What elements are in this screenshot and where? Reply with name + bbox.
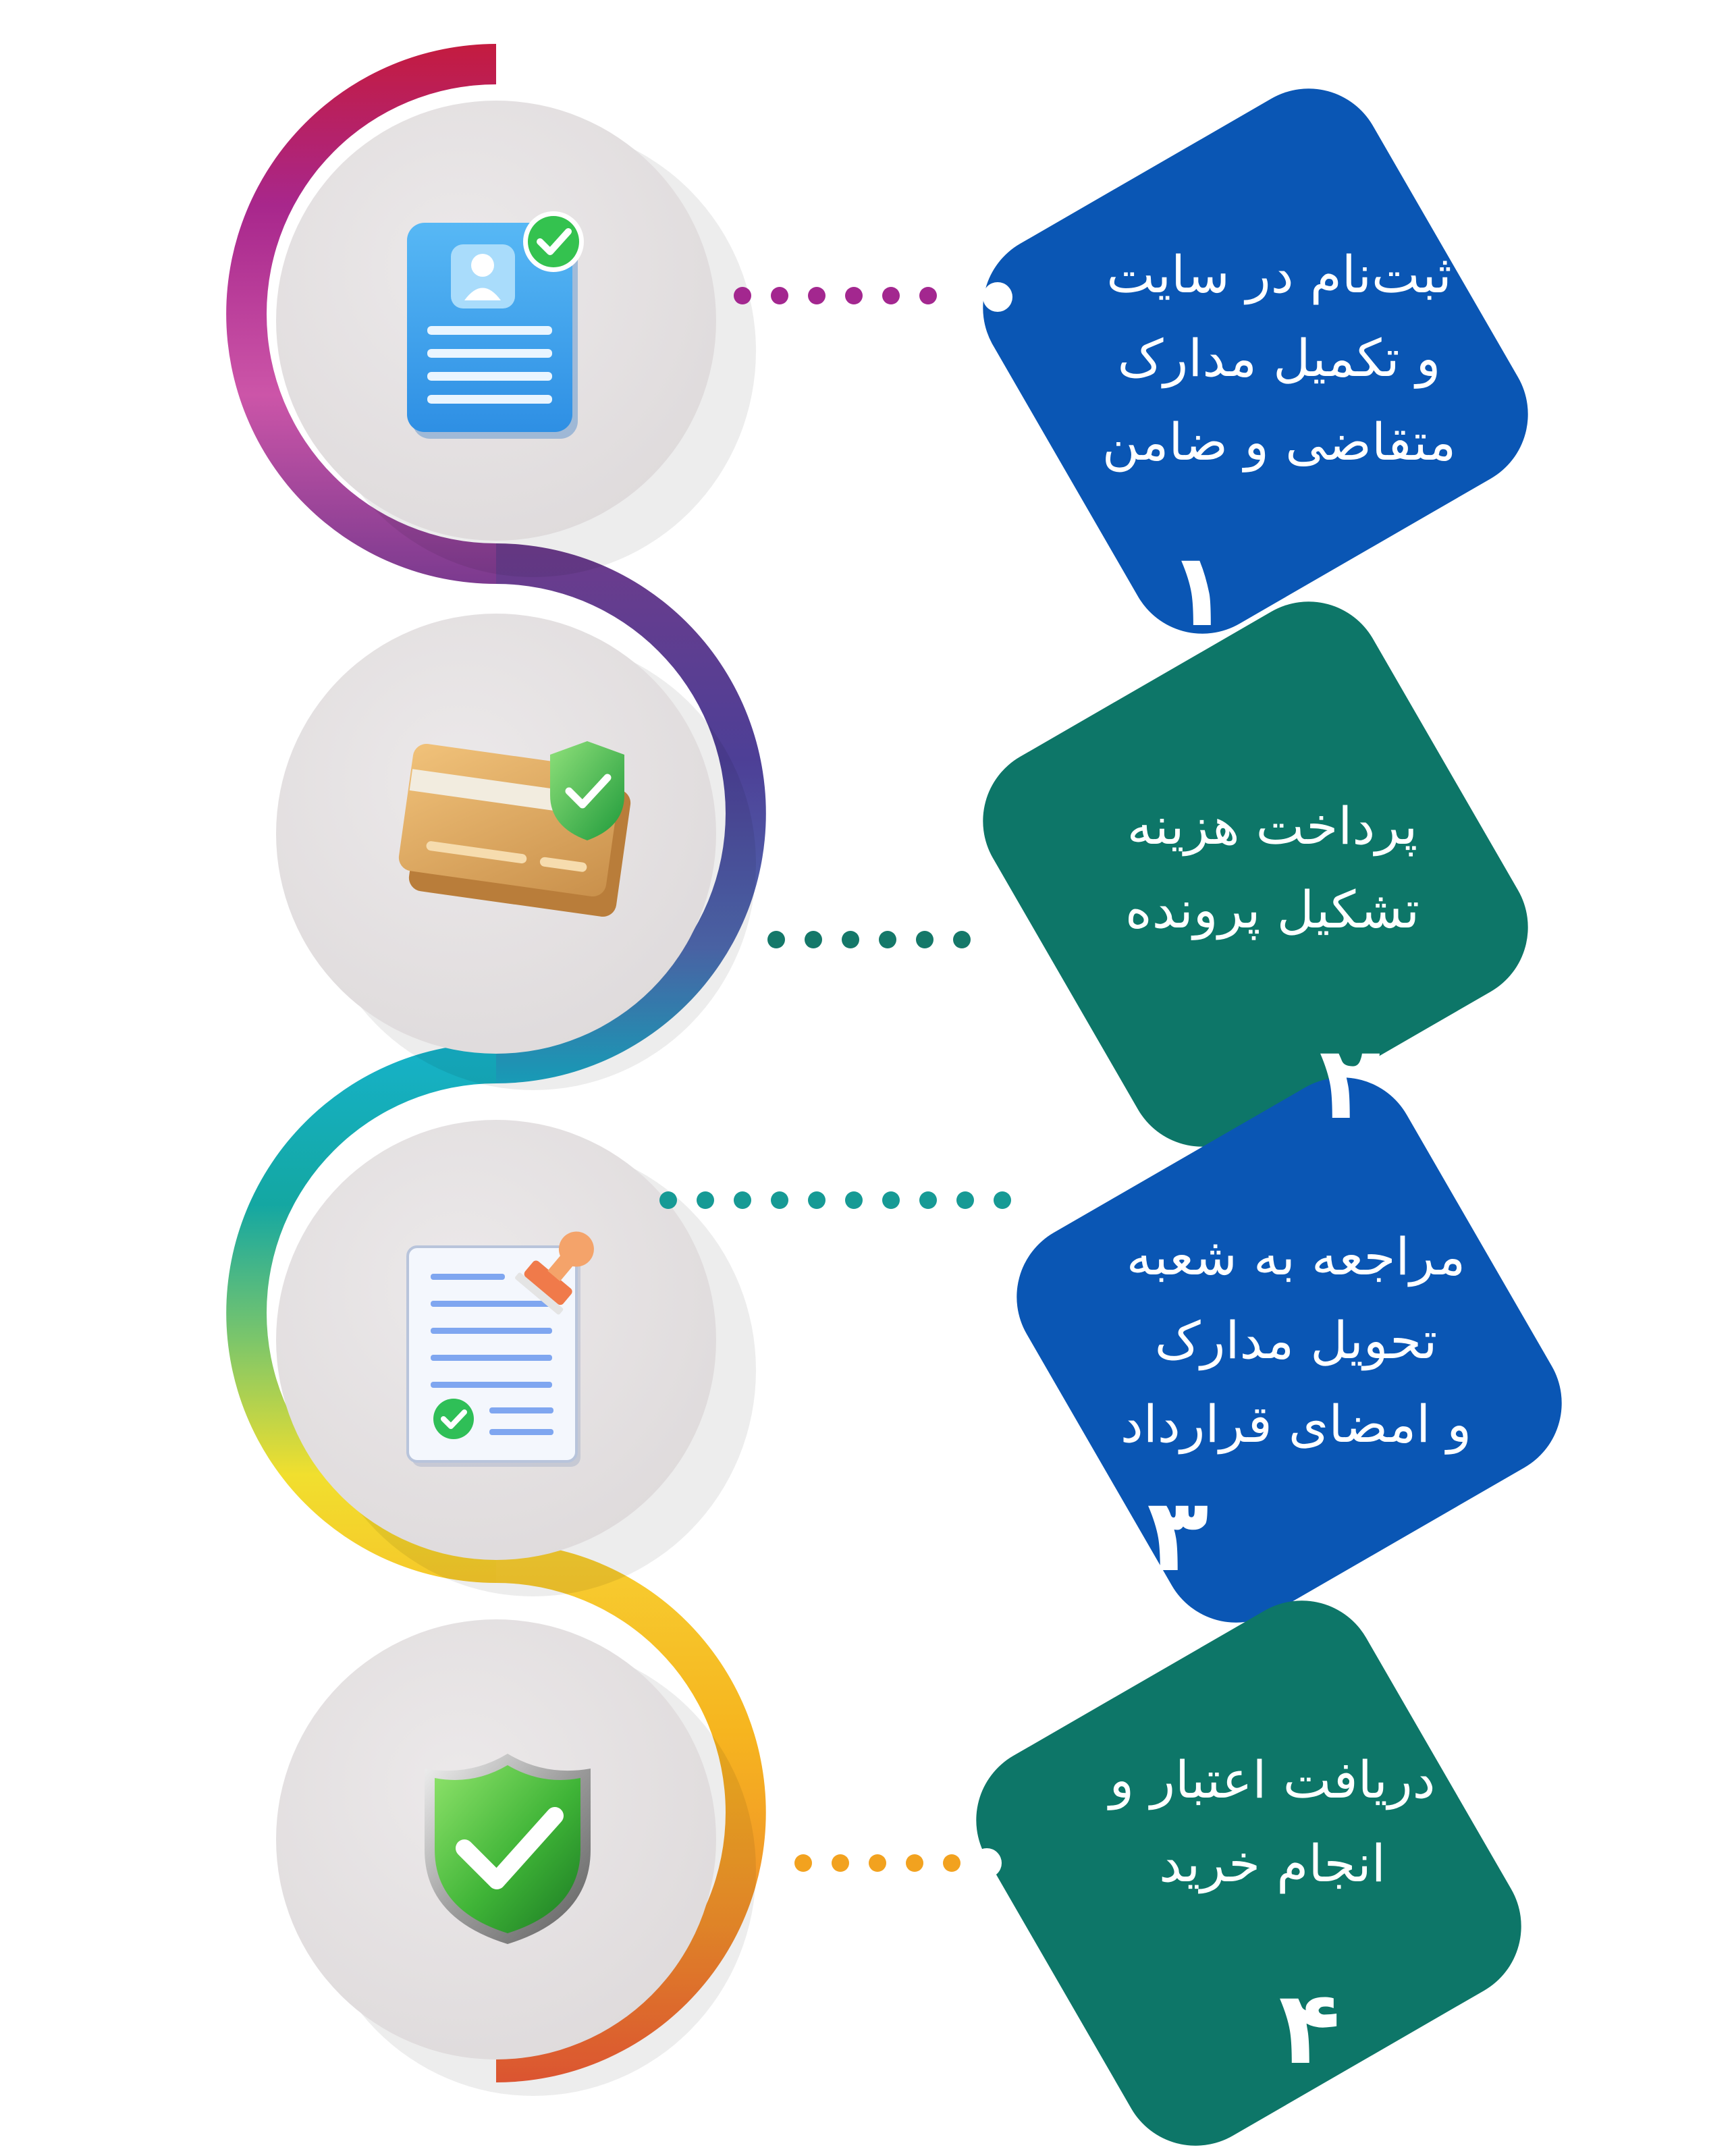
step-3-line-3: و امضای قرارداد [1120,1394,1472,1454]
connector-end-dot-2 [977,925,1007,954]
stamped-document-icon [406,1231,594,1467]
step-4-number: ۴ [1278,1970,1341,2087]
ribbon-arc-1 [226,44,496,584]
connector-dots-2 [767,931,971,948]
step-2-line-2: تشکیل پرونده [1125,880,1420,940]
step-4-title: دریافت اعتبار و انجام خرید [1029,1738,1515,1906]
step-1-title: ثبت‌نام در سایت و تکمیل مدارک متقاضی و ض… [1036,233,1522,484]
step-2-number: ۲ [1319,1025,1381,1142]
ribbon-arc-3 [226,1043,496,1583]
ribbon-arc-2 [496,543,766,1083]
connector-dots-1 [734,287,937,304]
payment-cards-shield-icon [398,741,631,917]
step-box-3 [1017,1077,1562,1623]
step-4-line-1: دریافت اعتبار و [1109,1750,1436,1810]
step-3-line-2: تحویل مدارک [1154,1310,1438,1370]
step-3-title: مراجعه به شعبه تحویل مدارک و امضای قرارد… [1053,1215,1539,1466]
connector-end-dot-4 [972,1848,1002,1878]
step-1-line-1: ثبت‌نام در سایت [1106,244,1452,304]
step-2-line-1: پرداخت هزینه [1127,796,1418,856]
step-4-line-2: انجام خرید [1159,1833,1386,1893]
step-3-number: ۳ [1147,1477,1209,1594]
connector-dots-4 [794,1854,960,1872]
connector-end-dot-1 [983,282,1012,312]
ribbon-arc-4 [496,1542,766,2082]
step-box-1 [983,88,1528,634]
step-1-line-2: و تکمیل مدارک [1117,328,1441,388]
step-box-2 [983,601,1528,1147]
shield-check-icon [425,1754,591,1944]
step-1-line-3: متقاضی و ضامن [1102,412,1457,472]
id-card-check-icon [407,211,584,439]
step-1-number: ۱ [1167,532,1229,649]
step-3-line-1: مراجعه به شعبه [1126,1227,1466,1287]
step-box-4 [976,1600,1521,2146]
connector-end-dot-3 [1041,1185,1071,1215]
connector-dots-3 [659,1191,1011,1209]
step-2-title: پرداخت هزینه تشکیل پرونده [1029,784,1515,952]
